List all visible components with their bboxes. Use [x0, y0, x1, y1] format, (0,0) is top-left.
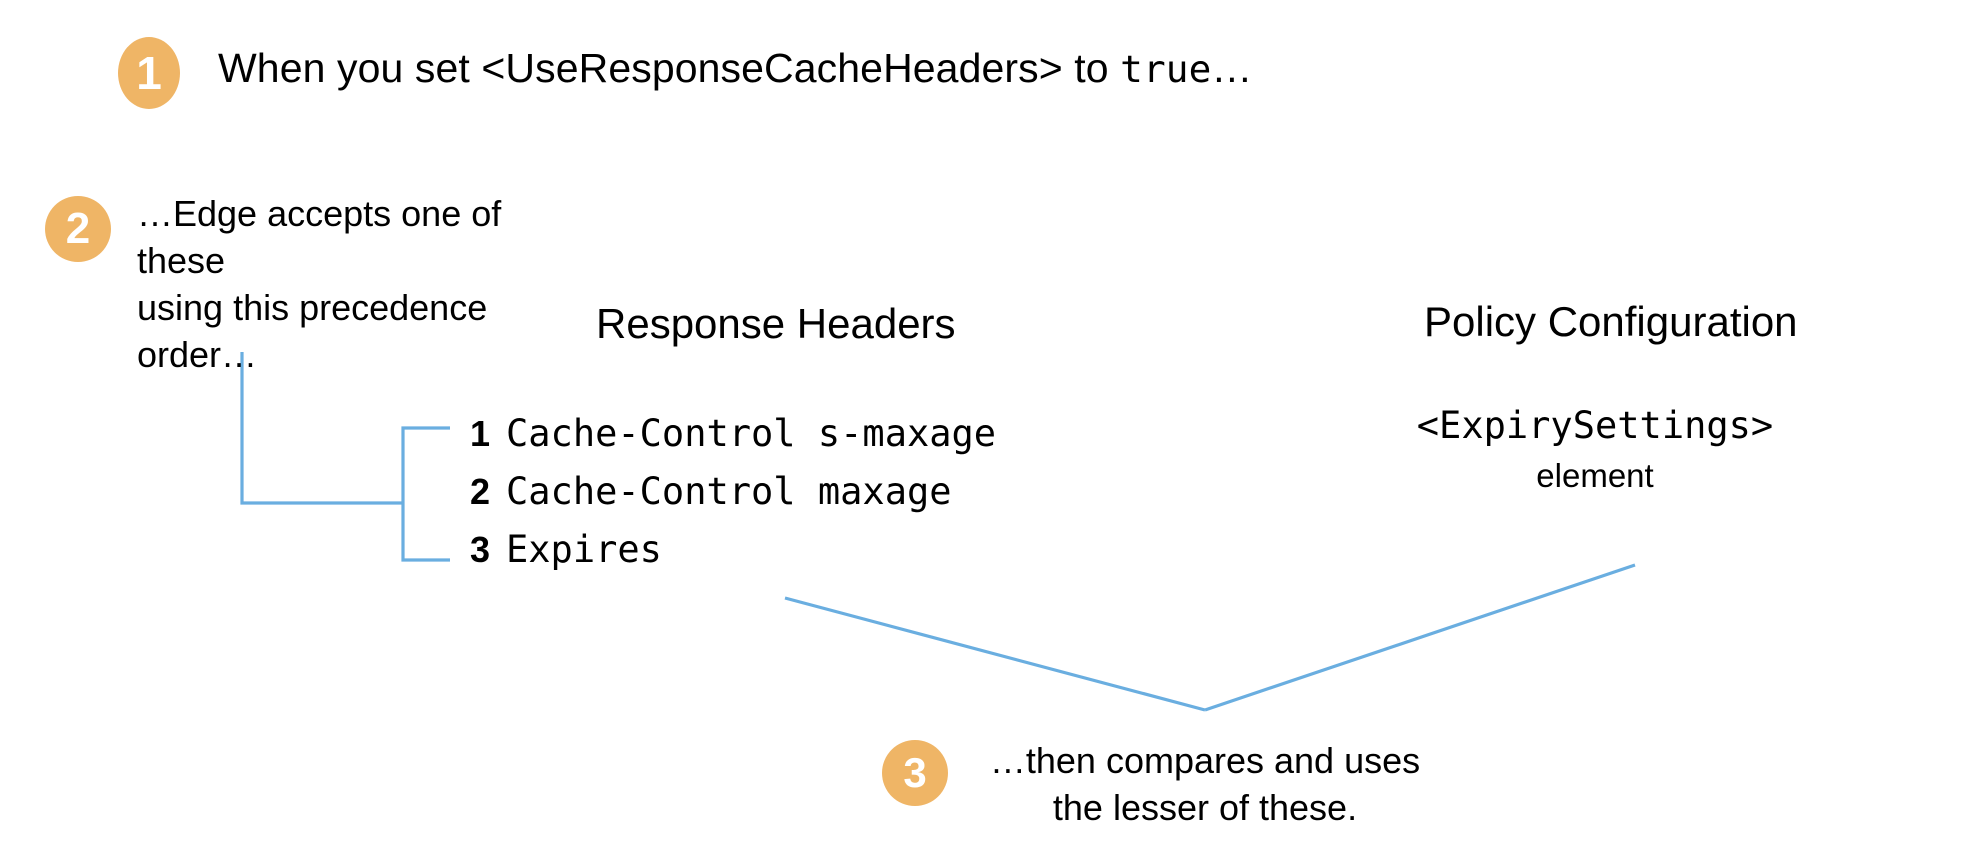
step-1-number: 1 [136, 47, 162, 99]
list-item-label: Expires [506, 528, 662, 571]
list-item-label: Cache-Control maxage [506, 470, 952, 513]
step-1-badge: 1 [118, 37, 180, 109]
converge-right-path [1204, 563, 1636, 712]
policy-configuration-heading: Policy Configuration [1424, 298, 1798, 345]
step-2-line-3: order… [137, 334, 258, 375]
step-1-text: When you set <UseResponseCacheHeaders> t… [218, 45, 1253, 92]
list-item-rank: 3 [470, 529, 491, 570]
step-1-text-suffix: … [1211, 45, 1253, 91]
step-3-line-1: …then compares and uses [989, 740, 1421, 781]
response-headers-list: 1 Cache-Control s-maxage 2 Cache-Control… [470, 412, 996, 586]
list-item-rank: 1 [470, 413, 491, 454]
step-2-line-1: …Edge accepts one of these [137, 193, 502, 281]
step-2-text: …Edge accepts one of these using this pr… [137, 190, 597, 378]
expiry-settings-element-label: element [1536, 457, 1654, 494]
step-2-badge: 2 [45, 196, 111, 262]
converge-left-path [784, 596, 1206, 712]
response-headers-heading: Response Headers [596, 300, 956, 347]
step-3-number: 3 [903, 749, 927, 796]
list-item: 2 Cache-Control maxage [470, 470, 996, 528]
step-2-number: 2 [65, 204, 91, 253]
precedence-bracket [401, 426, 450, 562]
step-3-line-2: the lesser of these. [1052, 787, 1358, 828]
step-1-text-prefix: When you set <UseResponseCacheHeaders> t… [218, 45, 1121, 91]
step-2-line-2: using this precedence [137, 287, 488, 328]
expiry-settings-element: <ExpirySettings> [1416, 404, 1774, 447]
list-item: 3 Expires [470, 528, 996, 586]
policy-configuration-block: <ExpirySettings> element [1400, 404, 1790, 495]
list-item-label: Cache-Control s-maxage [506, 412, 997, 455]
step-1-text-value: true [1120, 47, 1212, 91]
list-item-rank: 2 [470, 471, 491, 512]
list-item: 1 Cache-Control s-maxage [470, 412, 996, 470]
step-3-badge: 3 [882, 740, 948, 806]
step-3-text: …then compares and uses the lesser of th… [970, 737, 1440, 831]
